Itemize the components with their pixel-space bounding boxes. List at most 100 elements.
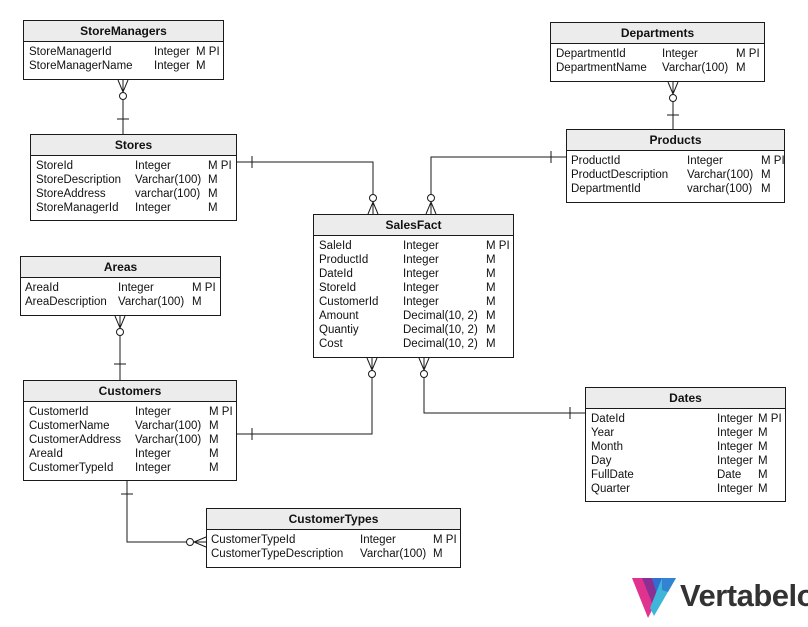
column-name: Quarter [591, 483, 630, 495]
column-type: Varchar(100) [687, 169, 754, 181]
column-flags: M [209, 462, 219, 474]
column-flags: M [486, 324, 496, 336]
table-customertypes[interactable]: CustomerTypes CustomerTypeId Integer M P… [206, 508, 461, 568]
column-type: Integer [118, 282, 154, 294]
table-row: DepartmentId varchar(100) M [567, 182, 784, 196]
column-name: CustomerTypeId [29, 462, 114, 474]
table-dates[interactable]: Dates DateId Integer M PI Year Integer M… [585, 387, 786, 502]
table-row: Amount Decimal(10, 2) M [314, 309, 513, 323]
column-flags: M PI [736, 48, 760, 60]
table-row: ProductId Integer M [314, 253, 513, 267]
table-title: Stores [31, 135, 236, 156]
table-departments[interactable]: Departments DepartmentId Integer M PI De… [550, 22, 765, 82]
column-flags: M PI [209, 406, 233, 418]
column-flags: M [758, 441, 768, 453]
column-flags: M [433, 548, 443, 560]
column-flags: M [192, 296, 202, 308]
table-row: Year Integer M [586, 426, 785, 440]
vertabelo-logo-icon [632, 578, 676, 618]
relationship-dates-salesfact [418, 357, 585, 419]
column-name: ProductDescription [571, 169, 669, 181]
column-name: AreaDescription [25, 296, 107, 308]
column-flags: M PI [192, 282, 216, 294]
column-name: FullDate [591, 469, 634, 481]
column-name: DepartmentId [571, 183, 641, 195]
table-salesfact[interactable]: SalesFact SaleId Integer M PI ProductId … [313, 214, 514, 358]
column-name: DepartmentId [556, 48, 626, 60]
relationship-customers-salesfact [237, 357, 378, 440]
column-name: ProductId [571, 155, 621, 167]
column-type: Integer [403, 240, 439, 252]
column-name: ProductId [319, 254, 369, 266]
column-name: AreaId [29, 448, 63, 460]
column-flags: M PI [758, 413, 782, 425]
column-flags: M [736, 62, 746, 74]
column-name: Day [591, 455, 612, 467]
column-type: varchar(100) [687, 183, 753, 195]
column-type: Integer [717, 427, 753, 439]
table-title: SalesFact [314, 215, 513, 236]
column-flags: M [209, 434, 219, 446]
table-storemanagers[interactable]: StoreManagers StoreManagerId Integer M P… [23, 20, 224, 80]
table-row: StoreManagerId Integer M PI [24, 45, 223, 59]
column-type: Integer [403, 254, 439, 266]
column-type: Integer [154, 46, 190, 58]
column-name: StoreId [319, 282, 357, 294]
column-flags: M [486, 338, 496, 350]
table-row: CustomerId Integer M PI [24, 405, 236, 419]
column-type: Integer [717, 413, 753, 425]
table-areas[interactable]: Areas AreaId Integer M PI AreaDescriptio… [20, 256, 221, 316]
column-type: Integer [360, 534, 396, 546]
column-name: CustomerTypeId [211, 534, 296, 546]
relationship-customertypes-customers [121, 481, 207, 548]
column-flags: M [208, 188, 218, 200]
relationship-departments-products [667, 81, 679, 129]
column-type: Integer [403, 282, 439, 294]
column-type: Integer [135, 448, 171, 460]
table-products[interactable]: Products ProductId Integer M PI ProductD… [566, 129, 785, 203]
table-row: ProductDescription Varchar(100) M [567, 168, 784, 182]
table-row: DateId Integer M PI [586, 412, 785, 426]
table-row: FullDate Date M [586, 468, 785, 482]
column-type: Integer [662, 48, 698, 60]
column-type: Varchar(100) [135, 434, 202, 446]
table-customers[interactable]: Customers CustomerId Integer M PI Custom… [23, 380, 237, 481]
column-flags: M PI [208, 160, 232, 172]
column-name: Year [591, 427, 615, 439]
column-name: StoreId [36, 160, 74, 172]
column-name: CustomerId [29, 406, 89, 418]
table-row: CustomerTypeDescription Varchar(100) M [207, 547, 460, 561]
column-name: CustomerName [29, 420, 110, 432]
column-type: Varchar(100) [135, 420, 202, 432]
column-flags: M PI [196, 46, 220, 58]
table-row: CustomerTypeId Integer M [24, 461, 236, 475]
column-name: DateId [591, 413, 625, 425]
table-row: ProductId Integer M PI [567, 154, 785, 168]
column-name: SaleId [319, 240, 352, 252]
column-name: StoreAddress [36, 188, 106, 200]
vertabelo-logo: Vertabelo [632, 576, 808, 620]
column-type: Integer [403, 268, 439, 280]
table-row: StoreDescription Varchar(100) M [31, 173, 236, 187]
table-stores[interactable]: Stores StoreId Integer M PI StoreDescrip… [30, 134, 237, 221]
column-flags: M [758, 427, 768, 439]
table-title: Products [567, 130, 784, 151]
table-title: CustomerTypes [207, 509, 460, 530]
table-row: StoreId Integer M [314, 281, 513, 295]
table-row: StoreAddress varchar(100) M [31, 187, 236, 201]
table-row: CustomerId Integer M [314, 295, 513, 309]
table-title: Dates [586, 388, 785, 409]
column-type: Varchar(100) [360, 548, 427, 560]
column-flags: M [209, 420, 219, 432]
column-name: CustomerAddress [29, 434, 122, 446]
table-row: DateId Integer M [314, 267, 513, 281]
table-row: Cost Decimal(10, 2) M [314, 337, 513, 351]
column-flags: M PI [433, 534, 457, 546]
column-flags: M [758, 455, 768, 467]
column-type: Integer [135, 202, 171, 214]
column-type: Decimal(10, 2) [403, 310, 478, 322]
table-row: Month Integer M [586, 440, 785, 454]
column-name: DepartmentName [556, 62, 647, 74]
table-row: StoreManagerId Integer M [31, 201, 236, 215]
column-type: Integer [687, 155, 723, 167]
